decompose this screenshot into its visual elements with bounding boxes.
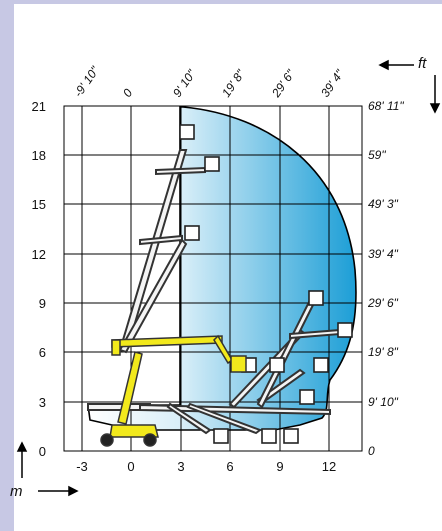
right-ft-label: 59" xyxy=(368,148,386,162)
x-tick-label: 12 xyxy=(322,459,336,474)
basket xyxy=(308,290,324,306)
top-band xyxy=(0,0,442,4)
right-ft-label: 68' 11" xyxy=(368,99,404,113)
machine-highlighted xyxy=(100,334,247,447)
y-tick-label: 21 xyxy=(32,99,46,114)
x-tick-label: 0 xyxy=(127,459,134,474)
basket xyxy=(269,357,285,373)
right-ft-label: 29' 6" xyxy=(367,296,399,310)
machine-body xyxy=(109,424,159,438)
x-tick-label: -3 xyxy=(76,459,88,474)
right-ft-label: 0 xyxy=(368,444,375,458)
y-tick-label: 18 xyxy=(32,148,46,163)
right-ft-label: 39' 4" xyxy=(368,247,399,261)
ft-arrows xyxy=(378,59,441,114)
right-ft-label: 19' 8" xyxy=(368,345,399,359)
x-tick-label: 6 xyxy=(226,459,233,474)
wheel xyxy=(100,433,114,447)
right-ft-label: 49' 3" xyxy=(368,197,399,211)
y-tick-label: 12 xyxy=(32,247,46,262)
wheel xyxy=(143,433,157,447)
top-ft-label: 9' 10" xyxy=(170,67,199,100)
top-ft-label: -9' 10" xyxy=(71,63,102,99)
basket xyxy=(299,389,315,405)
top-ft-label: 0 xyxy=(120,86,135,100)
top-ft-label: 39' 4" xyxy=(318,67,347,100)
basket xyxy=(184,225,200,241)
top-ft-label: 29' 6" xyxy=(268,67,298,101)
x-tick-label: 9 xyxy=(276,459,283,474)
y-tick-label: 9 xyxy=(39,296,46,311)
y-tick-label: 3 xyxy=(39,395,46,410)
basket xyxy=(213,428,229,444)
basket xyxy=(283,428,299,444)
unit-ft-label: ft xyxy=(418,55,427,72)
basket-yellow xyxy=(230,355,247,373)
basket xyxy=(261,428,277,444)
m-arrows xyxy=(16,441,79,497)
top-ft-label: 19' 8" xyxy=(219,67,248,100)
unit-m-label: m xyxy=(10,483,23,500)
grid-border xyxy=(63,105,363,452)
basket xyxy=(337,322,353,338)
x-tick-label: 3 xyxy=(177,459,184,474)
y-tick-label: 15 xyxy=(32,197,46,212)
boom-positions xyxy=(87,149,341,435)
y-tick-label: 0 xyxy=(39,444,46,459)
y-tick-label: 6 xyxy=(39,345,46,360)
basket xyxy=(204,156,220,172)
basket xyxy=(313,357,329,373)
right-ft-label: 9' 10" xyxy=(368,395,399,409)
side-band xyxy=(0,0,14,531)
basket xyxy=(179,124,195,140)
